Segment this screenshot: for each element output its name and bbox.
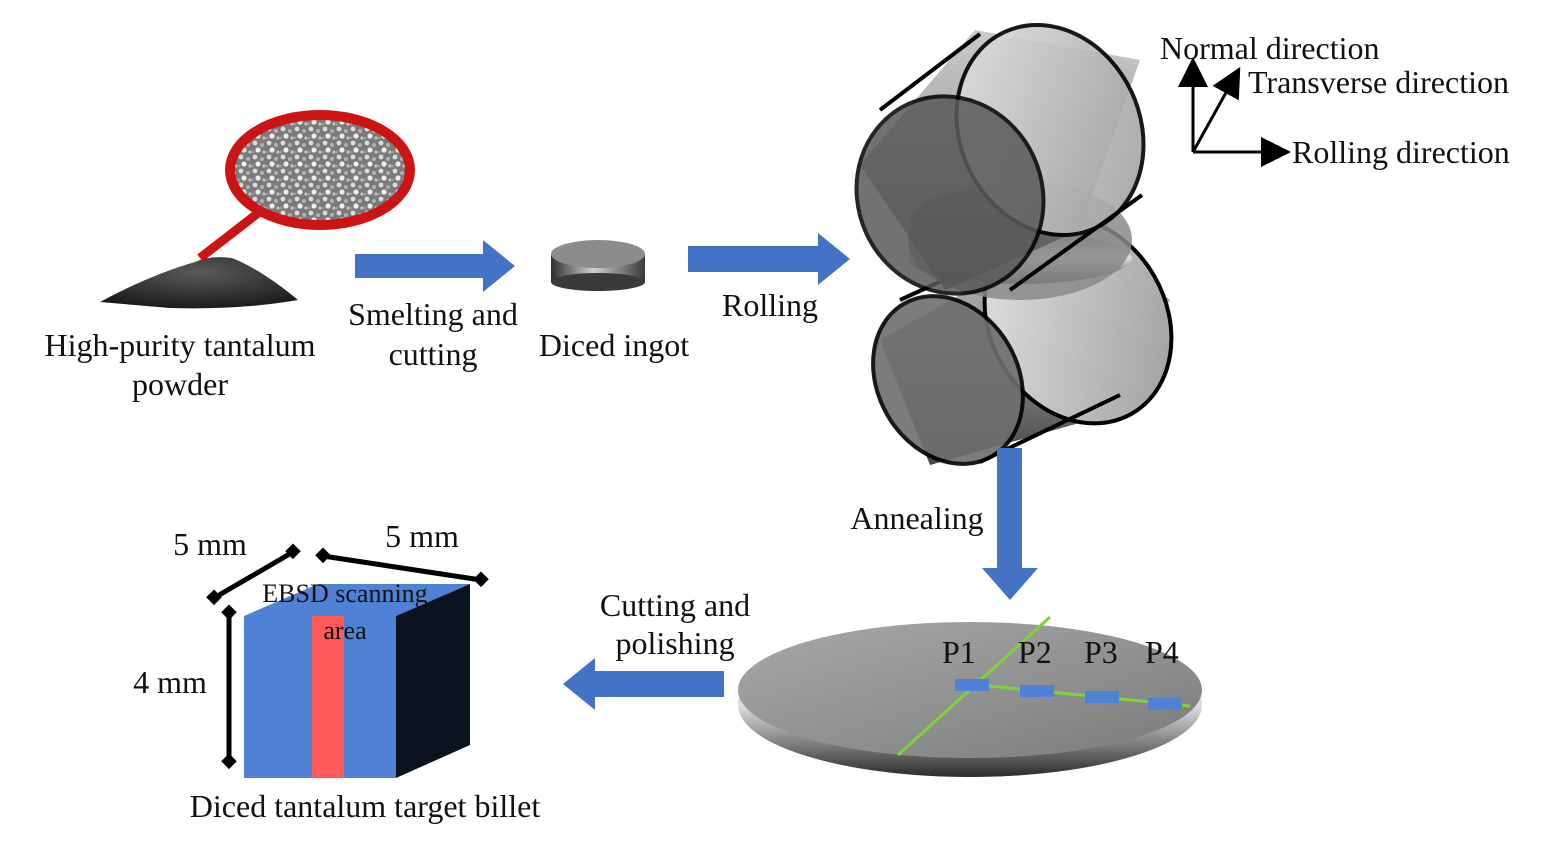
point-label-p4: P4 xyxy=(1145,634,1179,670)
billet-label: Diced tantalum target billet xyxy=(189,788,541,824)
rolling-direction-label: Rolling direction xyxy=(1292,134,1510,170)
sample-point-p4 xyxy=(1148,698,1182,710)
process-arrow-smelting xyxy=(355,240,515,292)
diced-ingot-label: Diced ingot xyxy=(538,327,690,363)
point-label-p2: P2 xyxy=(1018,634,1052,670)
powder-label-line1: High-purity tantalum xyxy=(44,327,316,363)
top-roll xyxy=(854,22,1146,296)
diced-billet-illustration xyxy=(206,543,489,778)
transverse-direction-label: Transverse direction xyxy=(1248,64,1509,100)
width-dimension-label: 5 mm xyxy=(385,518,459,554)
process-arrow-annealing xyxy=(982,448,1038,600)
coordinate-axes xyxy=(1178,57,1291,167)
annealing-label: Annealing xyxy=(850,500,984,536)
ebsd-label-line1: EBSD scanning xyxy=(262,579,428,608)
rolling-mill-illustration xyxy=(854,22,1174,466)
cube-top-face xyxy=(244,584,470,616)
depth-dimension-line xyxy=(212,549,295,601)
sample-point-p2 xyxy=(1020,685,1054,697)
sample-point-p3 xyxy=(1085,691,1119,703)
cutting-label-line1: Cutting and xyxy=(599,587,751,623)
point-label-p3: P3 xyxy=(1084,634,1118,670)
transverse-axis xyxy=(1191,66,1241,153)
process-arrow-cutting xyxy=(563,658,724,710)
cube-side-face xyxy=(396,584,470,778)
depth-dimension-label: 5 mm xyxy=(173,526,247,562)
ebsd-label-line2: area xyxy=(323,616,367,645)
point-label-p1: P1 xyxy=(942,634,976,670)
ebsd-scan-strip xyxy=(312,616,344,778)
cutting-label-line2: polishing xyxy=(615,625,735,661)
process-arrow-rolling xyxy=(688,233,850,285)
width-dimension-line xyxy=(322,553,482,583)
powder-label-line2: powder xyxy=(132,366,228,402)
smelting-label-line1: Smelting and xyxy=(348,296,518,332)
tantalum-powder-illustration xyxy=(100,110,415,309)
magnifier-lens xyxy=(225,110,415,230)
diced-ingot-illustration xyxy=(551,240,645,291)
normal-direction-label: Normal direction xyxy=(1160,30,1380,66)
rolling-label: Rolling xyxy=(721,287,818,323)
sample-point-p1 xyxy=(955,679,989,691)
height-dimension-label: 4 mm xyxy=(133,664,207,700)
annealed-plate-illustration xyxy=(738,615,1202,777)
smelting-label-line2: cutting xyxy=(388,336,478,372)
